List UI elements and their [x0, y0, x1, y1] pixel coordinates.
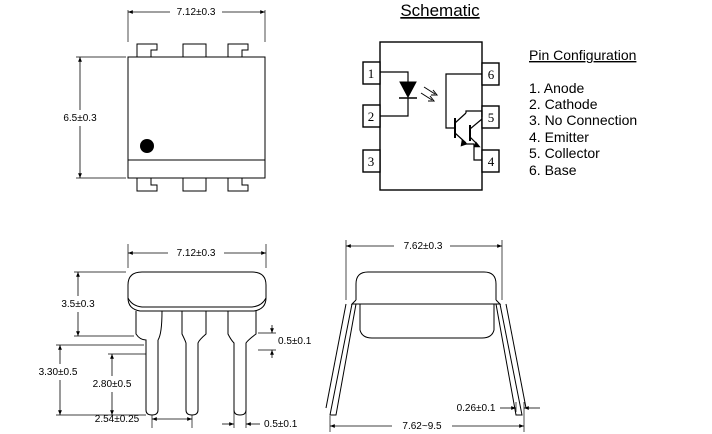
schematic-title: Schematic: [400, 1, 480, 20]
schematic-pin-2: 2: [368, 109, 375, 124]
side-width-dim: 7.12±0.3: [177, 248, 216, 259]
pin-config-item-2: 2. Cathode: [529, 96, 598, 112]
schematic-pin-1: 1: [368, 66, 375, 81]
side-lead-thickness-dim: 0.5±0.1: [278, 336, 312, 347]
pin-config-item-5: 5. Collector: [529, 145, 600, 161]
top-height-dim: 6.5±0.3: [63, 113, 97, 124]
end-view: [325, 240, 540, 432]
schematic-pin-5: 5: [488, 110, 495, 125]
top-width-dim: 7.12±0.3: [177, 7, 216, 18]
side-body-height-dim: 3.5±0.3: [61, 299, 95, 310]
pin-config-item-1: 1. Anode: [529, 80, 584, 96]
schematic-pin-4: 4: [488, 154, 495, 169]
schematic-symbol: [362, 41, 500, 191]
side-pitch-dim: 2.54±0.25: [95, 414, 140, 425]
end-lead-thickness-dim: 0.26±0.1: [457, 403, 496, 414]
side-lead-width-dim: 0.5±0.1: [264, 419, 298, 430]
pin-config-item-6: 6. Base: [529, 162, 577, 178]
pin-config-title: Pin Configuration: [529, 47, 636, 63]
side-lead-length-dim: 2.80±0.5: [93, 379, 132, 390]
pin1-marker-dot: [140, 139, 154, 153]
schematic-pin-3: 3: [368, 154, 375, 169]
end-width-dim: 7.62±0.3: [404, 241, 443, 252]
pin-config-item-4: 4. Emitter: [529, 129, 589, 145]
top-view: [76, 10, 266, 192]
end-lead-span-dim: 7.62~9.5: [402, 421, 442, 432]
schematic-pin-6: 6: [488, 67, 495, 82]
pin-config-item-3: 3. No Connection: [529, 112, 637, 128]
side-view: [56, 244, 276, 428]
side-total-height-dim: 3.30±0.5: [39, 367, 78, 378]
